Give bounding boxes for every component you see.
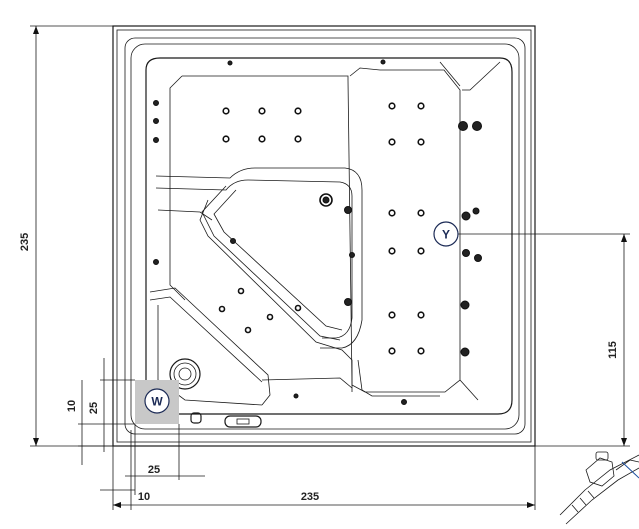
dimension-bottom-overall: 235 bbox=[301, 491, 319, 503]
jet bbox=[417, 247, 425, 255]
side-jet bbox=[153, 137, 159, 143]
light-icon bbox=[190, 412, 202, 424]
side-jet bbox=[344, 298, 352, 306]
jet bbox=[294, 107, 302, 115]
side-jet bbox=[472, 121, 482, 131]
jet bbox=[244, 326, 252, 334]
side-jet bbox=[227, 60, 233, 66]
jet bbox=[417, 102, 425, 110]
jet bbox=[258, 107, 266, 115]
jet bbox=[417, 209, 425, 217]
jet bbox=[294, 135, 302, 143]
dimension-left-25: 25 bbox=[88, 402, 100, 414]
jet bbox=[294, 304, 302, 312]
spa-tub-interior bbox=[145, 57, 513, 415]
jet bbox=[388, 209, 396, 217]
side-jet bbox=[153, 259, 159, 265]
jet bbox=[258, 135, 266, 143]
marker-w: W bbox=[135, 380, 179, 424]
valve-fitting-illustration bbox=[559, 451, 639, 525]
jet bbox=[417, 347, 425, 355]
side-jet bbox=[401, 399, 407, 405]
side-jet bbox=[461, 211, 471, 221]
spa-outer-shell bbox=[112, 25, 536, 447]
side-jet bbox=[472, 207, 480, 215]
jet bbox=[388, 102, 396, 110]
side-jet bbox=[380, 59, 386, 65]
dimension-left-10: 10 bbox=[66, 400, 78, 412]
dimension-bottom-10: 10 bbox=[138, 491, 150, 503]
jet bbox=[222, 135, 230, 143]
side-jet bbox=[460, 300, 470, 310]
side-jet bbox=[462, 249, 470, 257]
jet bbox=[222, 107, 230, 115]
control-panel-icon bbox=[224, 415, 262, 428]
jet bbox=[388, 311, 396, 319]
side-jet bbox=[293, 393, 299, 399]
marker-y-circle bbox=[433, 221, 459, 247]
jet bbox=[218, 305, 226, 313]
filter-icon bbox=[169, 358, 201, 390]
jets-group bbox=[153, 59, 482, 428]
side-jet bbox=[153, 100, 159, 106]
dimension-lines bbox=[30, 25, 630, 510]
jet bbox=[388, 347, 396, 355]
dimension-right-offset: 115 bbox=[607, 341, 619, 359]
jet bbox=[237, 287, 245, 295]
marker-w-circle bbox=[144, 388, 170, 414]
side-jet bbox=[460, 347, 470, 357]
jet bbox=[388, 138, 396, 146]
side-jet bbox=[230, 238, 236, 244]
side-jet bbox=[458, 121, 468, 131]
jet bbox=[388, 247, 396, 255]
dimension-labels: 235 235 115 10 25 25 10 bbox=[19, 233, 619, 503]
side-jet bbox=[474, 254, 482, 262]
side-jet bbox=[153, 118, 159, 124]
jet bbox=[417, 311, 425, 319]
marker-w-label: W bbox=[151, 395, 163, 409]
jet bbox=[417, 138, 425, 146]
dimension-left-overall: 235 bbox=[19, 233, 31, 251]
side-jet bbox=[344, 206, 352, 214]
marker-y: Y bbox=[433, 221, 459, 247]
dimension-bottom-25: 25 bbox=[148, 464, 160, 476]
marker-y-label: Y bbox=[442, 228, 450, 242]
side-jet bbox=[349, 252, 355, 258]
jet bbox=[266, 313, 274, 321]
